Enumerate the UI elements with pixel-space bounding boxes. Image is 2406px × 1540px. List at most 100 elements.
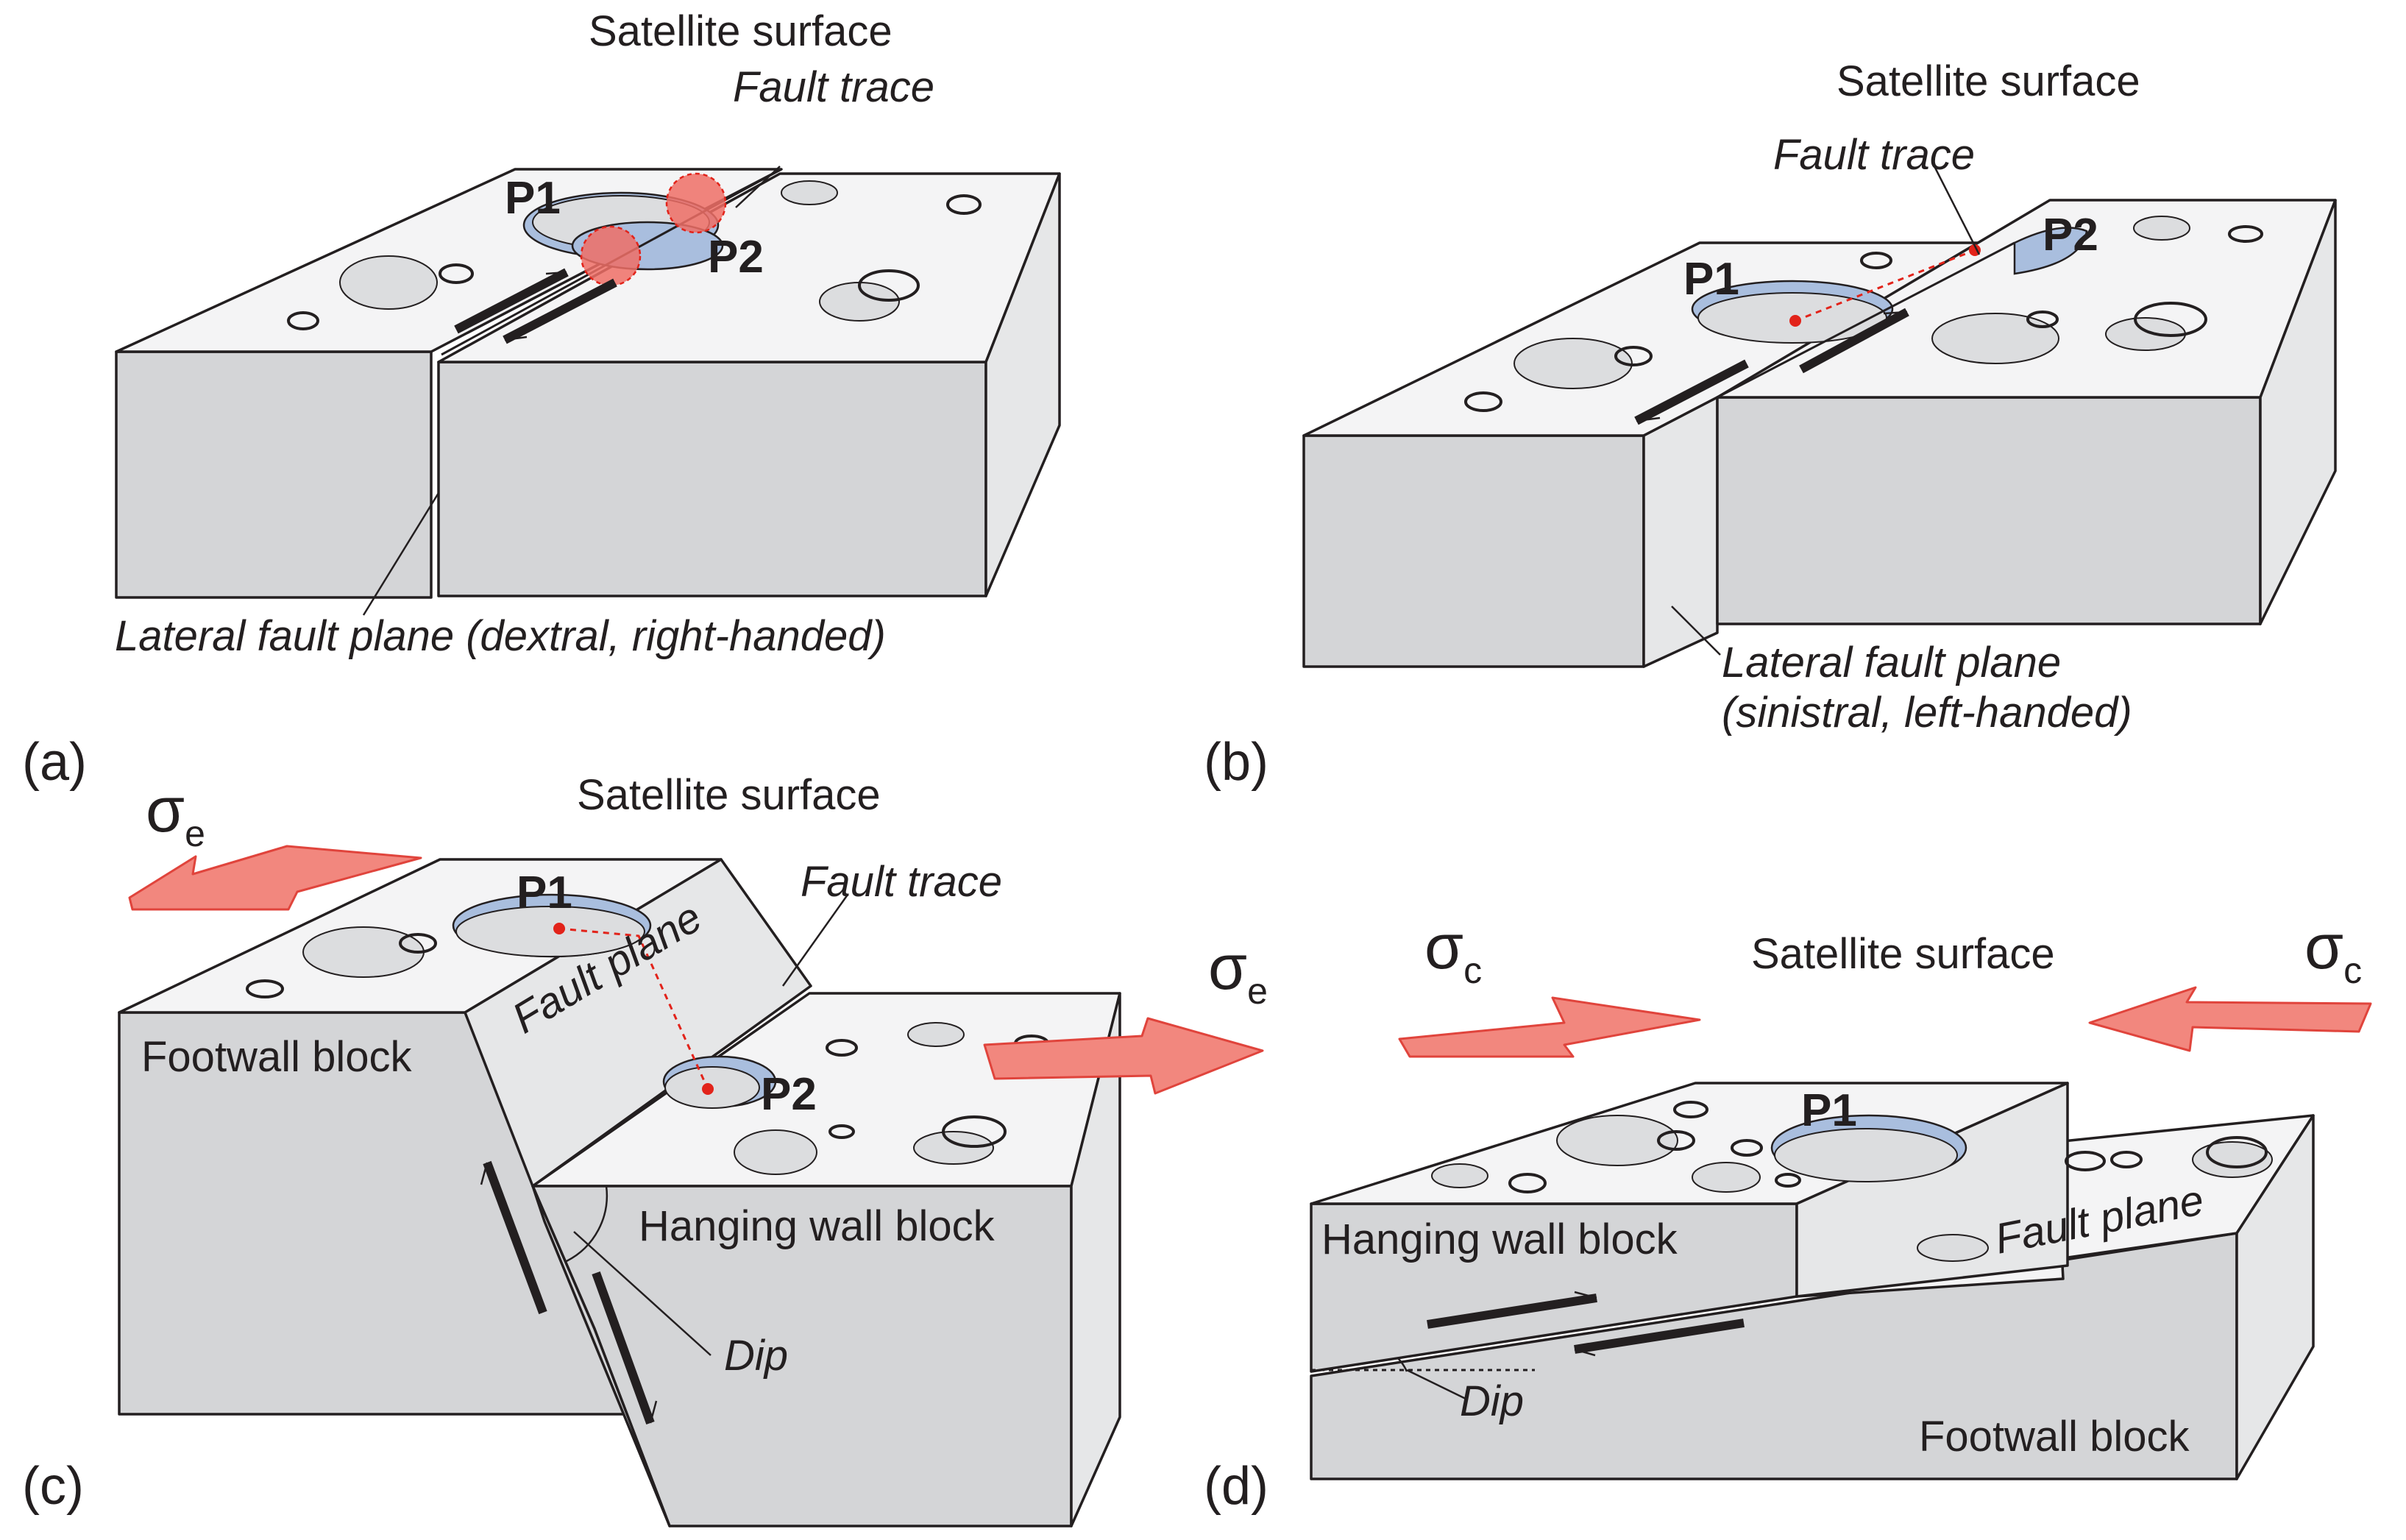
panel-a-p2-label: P2 <box>708 232 764 283</box>
panel-a-left-block-front <box>115 350 433 599</box>
panel-b-left-block-side <box>1642 396 1719 668</box>
panel-c-crater <box>826 1039 858 1057</box>
panel-b: Satellite surface Fault trace P1 P2 Late… <box>1204 57 2337 792</box>
panel-d-crater <box>1731 1139 1763 1157</box>
panel-b-right-block-side <box>2259 199 2337 625</box>
panel-d: σc σc Satellite surface P1 Hanging wall … <box>1204 912 2372 1516</box>
panel-c-dip-arc <box>566 1185 608 1263</box>
panel-a-letter: (a) <box>22 733 87 792</box>
panel-c-crater <box>399 933 437 954</box>
panel-c-hanging-label: Hanging wall block <box>639 1202 996 1250</box>
panel-c-p1-label: P1 <box>517 867 572 918</box>
panel-d-dip-label: Dip <box>1460 1377 1524 1425</box>
panel-b-crater <box>2228 225 2263 243</box>
panel-a: Satellite surface Fault trace P1 P2 Late… <box>22 7 1061 792</box>
panel-b-plane-label-line1: Lateral fault plane <box>1722 639 2061 686</box>
panel-b-right-block-front <box>1716 396 2262 625</box>
panel-c-hanging-fault-face <box>531 1185 671 1527</box>
panel-c-sigma-right: σe <box>1208 932 1268 1012</box>
panel-c-offset-connector <box>558 927 709 1090</box>
panel-d-sigma-right: σc <box>2304 912 2362 991</box>
panel-b-fault-trace <box>1643 241 2015 437</box>
panel-b-crater <box>1464 391 1502 412</box>
panel-a-crater <box>339 255 438 310</box>
panel-a-crater <box>946 194 982 215</box>
panel-c-marker-p1 <box>553 923 565 934</box>
panel-b-leader <box>1671 606 1721 656</box>
panel-a-p1-label: P1 <box>505 173 561 224</box>
panel-b-crater <box>1860 252 1892 269</box>
panel-c-p2-label: P2 <box>761 1069 817 1120</box>
panel-a-fault-trace-label: Fault trace <box>733 63 934 111</box>
panel-c-letter: (c) <box>22 1457 84 1516</box>
panel-b-slip-arrows <box>1634 308 1909 425</box>
panel-d-crater <box>1692 1162 1761 1193</box>
panel-d-crater <box>1917 1234 1989 1262</box>
panel-b-crater <box>2133 216 2190 241</box>
panel-c-slip-arrows <box>480 1160 658 1425</box>
panel-d-slip-arrows <box>1427 1291 1745 1357</box>
panel-d-letter: (d) <box>1204 1457 1268 1516</box>
panel-c-marker-p2 <box>702 1083 714 1095</box>
panel-b-left-block-front <box>1302 434 1645 668</box>
panel-c-sigma-left: σe <box>146 775 205 854</box>
panel-c-crater <box>246 979 284 998</box>
panel-c-crater <box>907 1022 965 1047</box>
panel-d-crater <box>1673 1101 1708 1118</box>
panel-d-crater <box>1657 1130 1695 1151</box>
panel-a-plane-label: Lateral fault plane (dextral, right-hand… <box>115 612 886 660</box>
panel-a-right-block-side <box>984 172 1061 597</box>
panel-a-crater <box>858 269 920 302</box>
panel-d-hanging-label: Hanging wall block <box>1321 1216 1678 1263</box>
panel-b-letter: (b) <box>1204 733 1268 792</box>
panel-c-surface-label: Satellite surface <box>577 771 881 819</box>
panel-b-p2-label: P2 <box>2043 210 2098 260</box>
panel-d-stress-arrow-right <box>2088 986 2372 1052</box>
panel-a-leader <box>735 166 781 208</box>
panel-d-footwall-label: Footwall block <box>1919 1413 2190 1461</box>
panel-b-crater <box>2134 302 2207 337</box>
panel-a-crater <box>439 263 474 284</box>
panel-b-marker-p1 <box>1789 315 1801 327</box>
panel-d-crater <box>2206 1136 2268 1168</box>
panel-b-p1-label: P1 <box>1683 254 1739 305</box>
panel-d-surface-label: Satellite surface <box>1751 930 2055 978</box>
panel-c-crater <box>302 926 425 978</box>
panel-d-footwall-side <box>2235 1114 2315 1480</box>
panel-b-fault-trace-label: Fault trace <box>1773 131 1975 179</box>
panel-d-crater <box>2192 1141 2273 1178</box>
panel-b-crater <box>1513 338 1633 389</box>
panel-c-dip-leader <box>573 1231 711 1356</box>
panel-c-crater <box>913 1131 994 1165</box>
panel-a-marker-p1 <box>580 225 642 287</box>
panel-c: σe σe Satellite surface Fault trace Faul… <box>22 771 1268 1527</box>
panel-d-crater-p1-inner <box>1774 1128 1958 1182</box>
panel-c-footwall-label: Footwall block <box>141 1033 412 1081</box>
panel-d-crater <box>1556 1115 1678 1166</box>
panel-a-surface-label: Satellite surface <box>589 7 893 55</box>
panel-d-crater <box>2110 1151 2143 1168</box>
panel-c-leader <box>781 894 849 987</box>
panel-b-surface-label: Satellite surface <box>1837 57 2140 105</box>
panel-c-crater-p1-inner <box>455 906 645 957</box>
panel-c-stress-arrow-left <box>128 845 422 911</box>
panel-c-crater <box>734 1129 817 1175</box>
panel-c-fault-trace-label: Fault trace <box>801 858 1002 906</box>
panel-b-plane-label-line2: (sinistral, left-handed) <box>1722 689 2132 737</box>
panel-d-dip-leader <box>1406 1369 1468 1401</box>
panel-d-crater <box>2065 1151 2106 1171</box>
panel-a-right-block-front <box>437 361 987 597</box>
panel-d-fault-plane-top <box>1795 1114 2315 1298</box>
panel-b-crater <box>2026 311 2059 328</box>
panel-b-crater-p2 <box>2013 227 2088 275</box>
panel-b-leader <box>1934 167 1981 255</box>
panel-a-crater <box>781 180 838 205</box>
panel-d-p1-label: P1 <box>1801 1085 1857 1136</box>
panel-a-slip-arrows <box>454 268 617 344</box>
panel-a-marker-p2 <box>665 172 727 234</box>
panel-d-crater <box>1508 1173 1547 1193</box>
panel-d-crater <box>1775 1173 1801 1188</box>
panel-d-stress-arrow-left <box>1398 996 1701 1058</box>
